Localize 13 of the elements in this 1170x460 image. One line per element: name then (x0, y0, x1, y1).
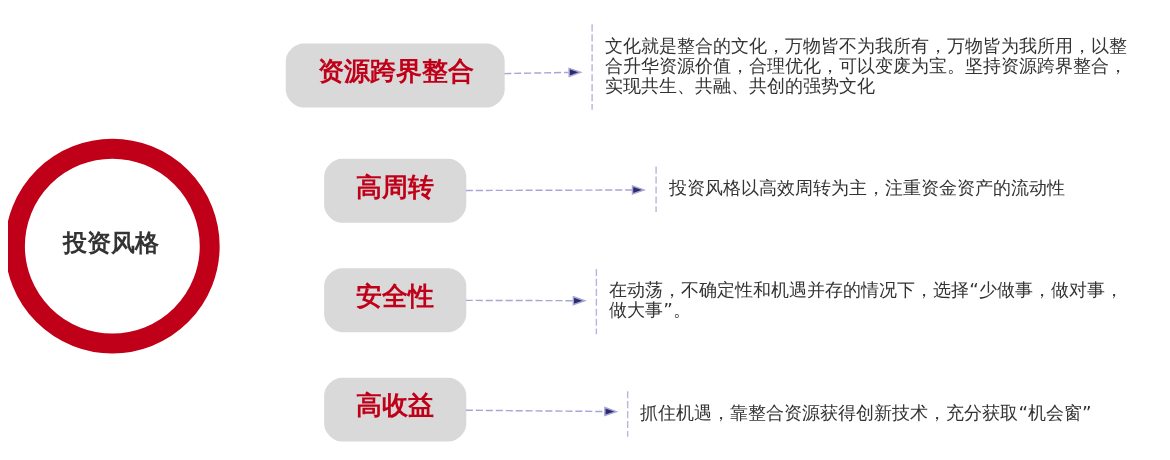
node-text: 抓住机遇，靠整合资源获得创新技术，充分获取“机会窗” (640, 401, 1092, 423)
node-text: 投资风格以高效周转为主，注重资金资产的流动性 (668, 176, 1065, 198)
arrow (503, 66, 583, 77)
node-text: 文化就是整合的文化，万物皆不为我所有，万物皆为我所用，以整合升华资源价值，合理优化，可以变废为宝。坚持资源跨界整合，实现共生、共融、共创的强势文化 (604, 34, 1127, 96)
arrow (465, 295, 587, 306)
node-box: 安全性 (324, 267, 467, 332)
node-text: 在动荡，不确定性和机遇并存的情况下，选择“少做事，做对事，做大事”。 (609, 278, 1123, 320)
node-box: 高收益 (324, 377, 467, 442)
node-box: 资源跨界整合 (285, 43, 505, 108)
arrow (465, 406, 619, 416)
arrow (465, 184, 647, 195)
node-circle: 投资风格 (8, 138, 220, 353)
node-box: 高周转 (324, 158, 467, 223)
